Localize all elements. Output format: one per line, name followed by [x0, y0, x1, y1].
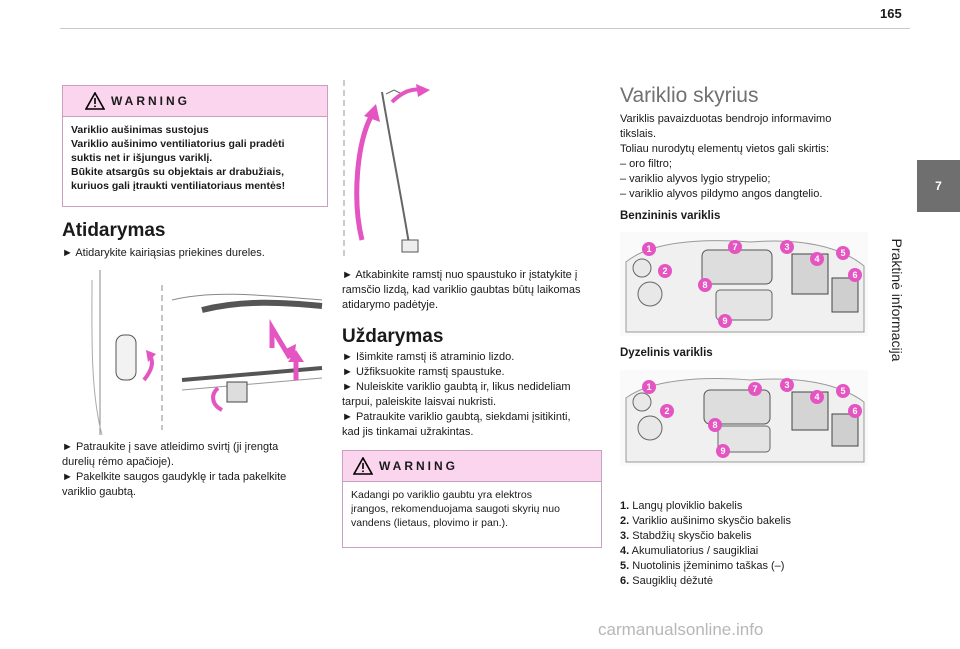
callout-badge: 7: [728, 240, 742, 254]
closing-steps: ► Išimkite ramstį iš atraminio lizdo. ► …: [342, 350, 571, 440]
text-line: – variklio alyvos lygio strypelio;: [620, 173, 771, 185]
list-item-text: Nuotolinis įžeminimo taškas (–): [632, 560, 785, 572]
callout-badge: 1: [642, 380, 656, 394]
diesel-engine-label: Dyzelinis variklis: [620, 347, 713, 359]
warning-line: Kadangi po variklio gaubtu yra elektros: [351, 489, 532, 501]
text-line: durelių rėmo apačioje).: [62, 456, 174, 468]
petrol-engine-label: Benzininis variklis: [620, 210, 721, 222]
callout-badge: 9: [718, 314, 732, 328]
warning-text: Variklio aušinimas sustojus Variklio auš…: [63, 116, 327, 206]
text-line: ► Patraukite į save atleidimo svirtį (ji…: [62, 441, 279, 453]
text-line: variklio gaubtą.: [62, 486, 136, 498]
warning-text: Kadangi po variklio gaubtu yra elektros …: [343, 481, 601, 547]
opening-step-3: ► Pakelkite saugos gaudyklę ir tada pake…: [62, 470, 286, 500]
callout-badge: 9: [716, 444, 730, 458]
engine-intro: Variklis pavaizduotas bendrojo informavi…: [620, 112, 831, 202]
heading-engine-bay: Variklio skyrius: [620, 84, 759, 107]
callout-badge: 5: [836, 384, 850, 398]
list-item: 2. Variklio aušinimo skysčio bakelis: [620, 514, 791, 529]
warning-box-water: WARNING Kadangi po variklio gaubtu yra e…: [342, 450, 602, 548]
opening-step-2: ► Patraukite į save atleidimo svirtį (ji…: [62, 440, 278, 470]
warning-line: vandens (lietaus, plovimo ir pan.).: [351, 517, 508, 529]
chapter-tab[interactable]: 7: [917, 160, 960, 212]
callout-badge: 2: [658, 264, 672, 278]
callout-badge: 5: [836, 246, 850, 260]
text-line: ► Išimkite ramstį iš atraminio lizdo.: [342, 351, 515, 363]
text-line: ► Patraukite variklio gaubtą, siekdami į…: [342, 411, 571, 423]
top-divider: [60, 28, 910, 29]
petrol-engine-illustration: 1 2 3 4 5 6 7 8 9: [620, 232, 868, 336]
callout-badge: 8: [708, 418, 722, 432]
callout-badge: 1: [642, 242, 656, 256]
warning-triangle-icon: [353, 457, 373, 475]
callout-badge: 2: [660, 404, 674, 418]
page-number: 165: [880, 6, 902, 21]
list-item-text: Stabdžių skysčio bakelis: [632, 530, 752, 542]
opening-step-4: ► Atkabinkite ramstį nuo spaustuko ir įs…: [342, 268, 580, 313]
list-item: 5. Nuotolinis įžeminimo taškas (–): [620, 559, 791, 574]
warning-line: Variklio aušinimo ventiliatorius gali pr…: [71, 138, 285, 150]
list-item: 4. Akumuliatorius / saugikliai: [620, 544, 791, 559]
list-item-text: Saugiklių dėžutė: [632, 575, 713, 587]
callout-badge: 3: [780, 240, 794, 254]
warning-triangle-icon: [85, 92, 105, 110]
callout-badge: 6: [848, 268, 862, 282]
warning-title: WARNING: [379, 459, 458, 473]
list-item-text: Langų ploviklio bakelis: [632, 500, 743, 512]
text-line: – oro filtro;: [620, 158, 672, 170]
callout-badge: 4: [810, 390, 824, 404]
text-line: ramsčio lizdą, kad variklio gaubtas būtų…: [342, 284, 581, 296]
list-item: 3. Stabdžių skysčio bakelis: [620, 529, 791, 544]
door-release-lever-illustration: [91, 270, 163, 435]
warning-header: WARNING: [343, 451, 601, 481]
warning-line: Variklio aušinimas sustojus: [71, 124, 209, 136]
text-line: tikslais.: [620, 128, 657, 140]
callout-badge: 7: [748, 382, 762, 396]
text-line: ► Užfiksuokite ramstį spaustuke.: [342, 366, 505, 378]
engine-components-list: 1. Langų ploviklio bakelis 2. Variklio a…: [620, 499, 791, 589]
watermark: carmanualsonline.info: [598, 620, 764, 639]
list-item: 6. Saugiklių dėžutė: [620, 574, 791, 589]
diesel-engine-illustration: 1 2 3 4 5 6 7 8 9: [620, 370, 868, 466]
text-line: ► Pakelkite saugos gaudyklę ir tada pake…: [62, 471, 287, 483]
text-line: tarpui, paleiskite laisvai nukristi.: [342, 396, 497, 408]
list-item-text: Akumuliatorius / saugikliai: [631, 545, 759, 557]
list-item-number: 6.: [620, 575, 630, 587]
list-item-number: 3.: [620, 530, 630, 542]
text-line: kad jis tinkamai užrakintas.: [342, 426, 474, 438]
section-label: Praktinė informacija: [889, 238, 905, 362]
text-line: ► Atkabinkite ramstį nuo spaustuko ir įs…: [342, 269, 578, 281]
list-item-number: 5.: [620, 560, 630, 572]
callout-badge: 8: [698, 278, 712, 292]
warning-line: kuriuos gali įtraukti ventiliatoriaus me…: [71, 180, 286, 192]
text-line: atidarymo padėtyje.: [342, 299, 438, 311]
callout-badge: 3: [780, 378, 794, 392]
list-item-number: 1.: [620, 500, 630, 512]
text-line: – variklio alyvos pildymo angos dangteli…: [620, 188, 823, 200]
callout-badge: 6: [848, 404, 862, 418]
opening-step-1: ► Atidarykite kairiąsias priekines durel…: [62, 247, 265, 259]
hood-safety-catch-illustration: [172, 293, 323, 412]
text-line: Variklis pavaizduotas bendrojo informavi…: [620, 113, 832, 125]
list-item: 1. Langų ploviklio bakelis: [620, 499, 791, 514]
warning-title: WARNING: [111, 94, 190, 108]
text-line: ► Nuleiskite variklio gaubtą ir, likus n…: [342, 381, 571, 393]
hood-prop-rod-illustration: [343, 80, 430, 260]
list-item-text: Variklio aušinimo skysčio bakelis: [632, 515, 791, 527]
callout-badge: 4: [810, 252, 824, 266]
warning-line: suktis net ir išjungus variklį.: [71, 152, 213, 164]
list-item-number: 2.: [620, 515, 630, 527]
warning-box-cooling: WARNING Variklio aušinimas sustojus Vari…: [62, 85, 328, 207]
heading-closing: Uždarymas: [342, 326, 444, 347]
warning-header: WARNING: [63, 86, 327, 116]
list-item-number: 4.: [620, 545, 630, 557]
heading-opening: Atidarymas: [62, 220, 166, 241]
warning-line: įrangos, rekomenduojama saugoti skyrių n…: [351, 503, 560, 515]
text-line: Toliau nurodytų elementų vietos gali ski…: [620, 143, 830, 155]
warning-line: Būkite atsargūs su objektais ar drabužia…: [71, 166, 284, 178]
